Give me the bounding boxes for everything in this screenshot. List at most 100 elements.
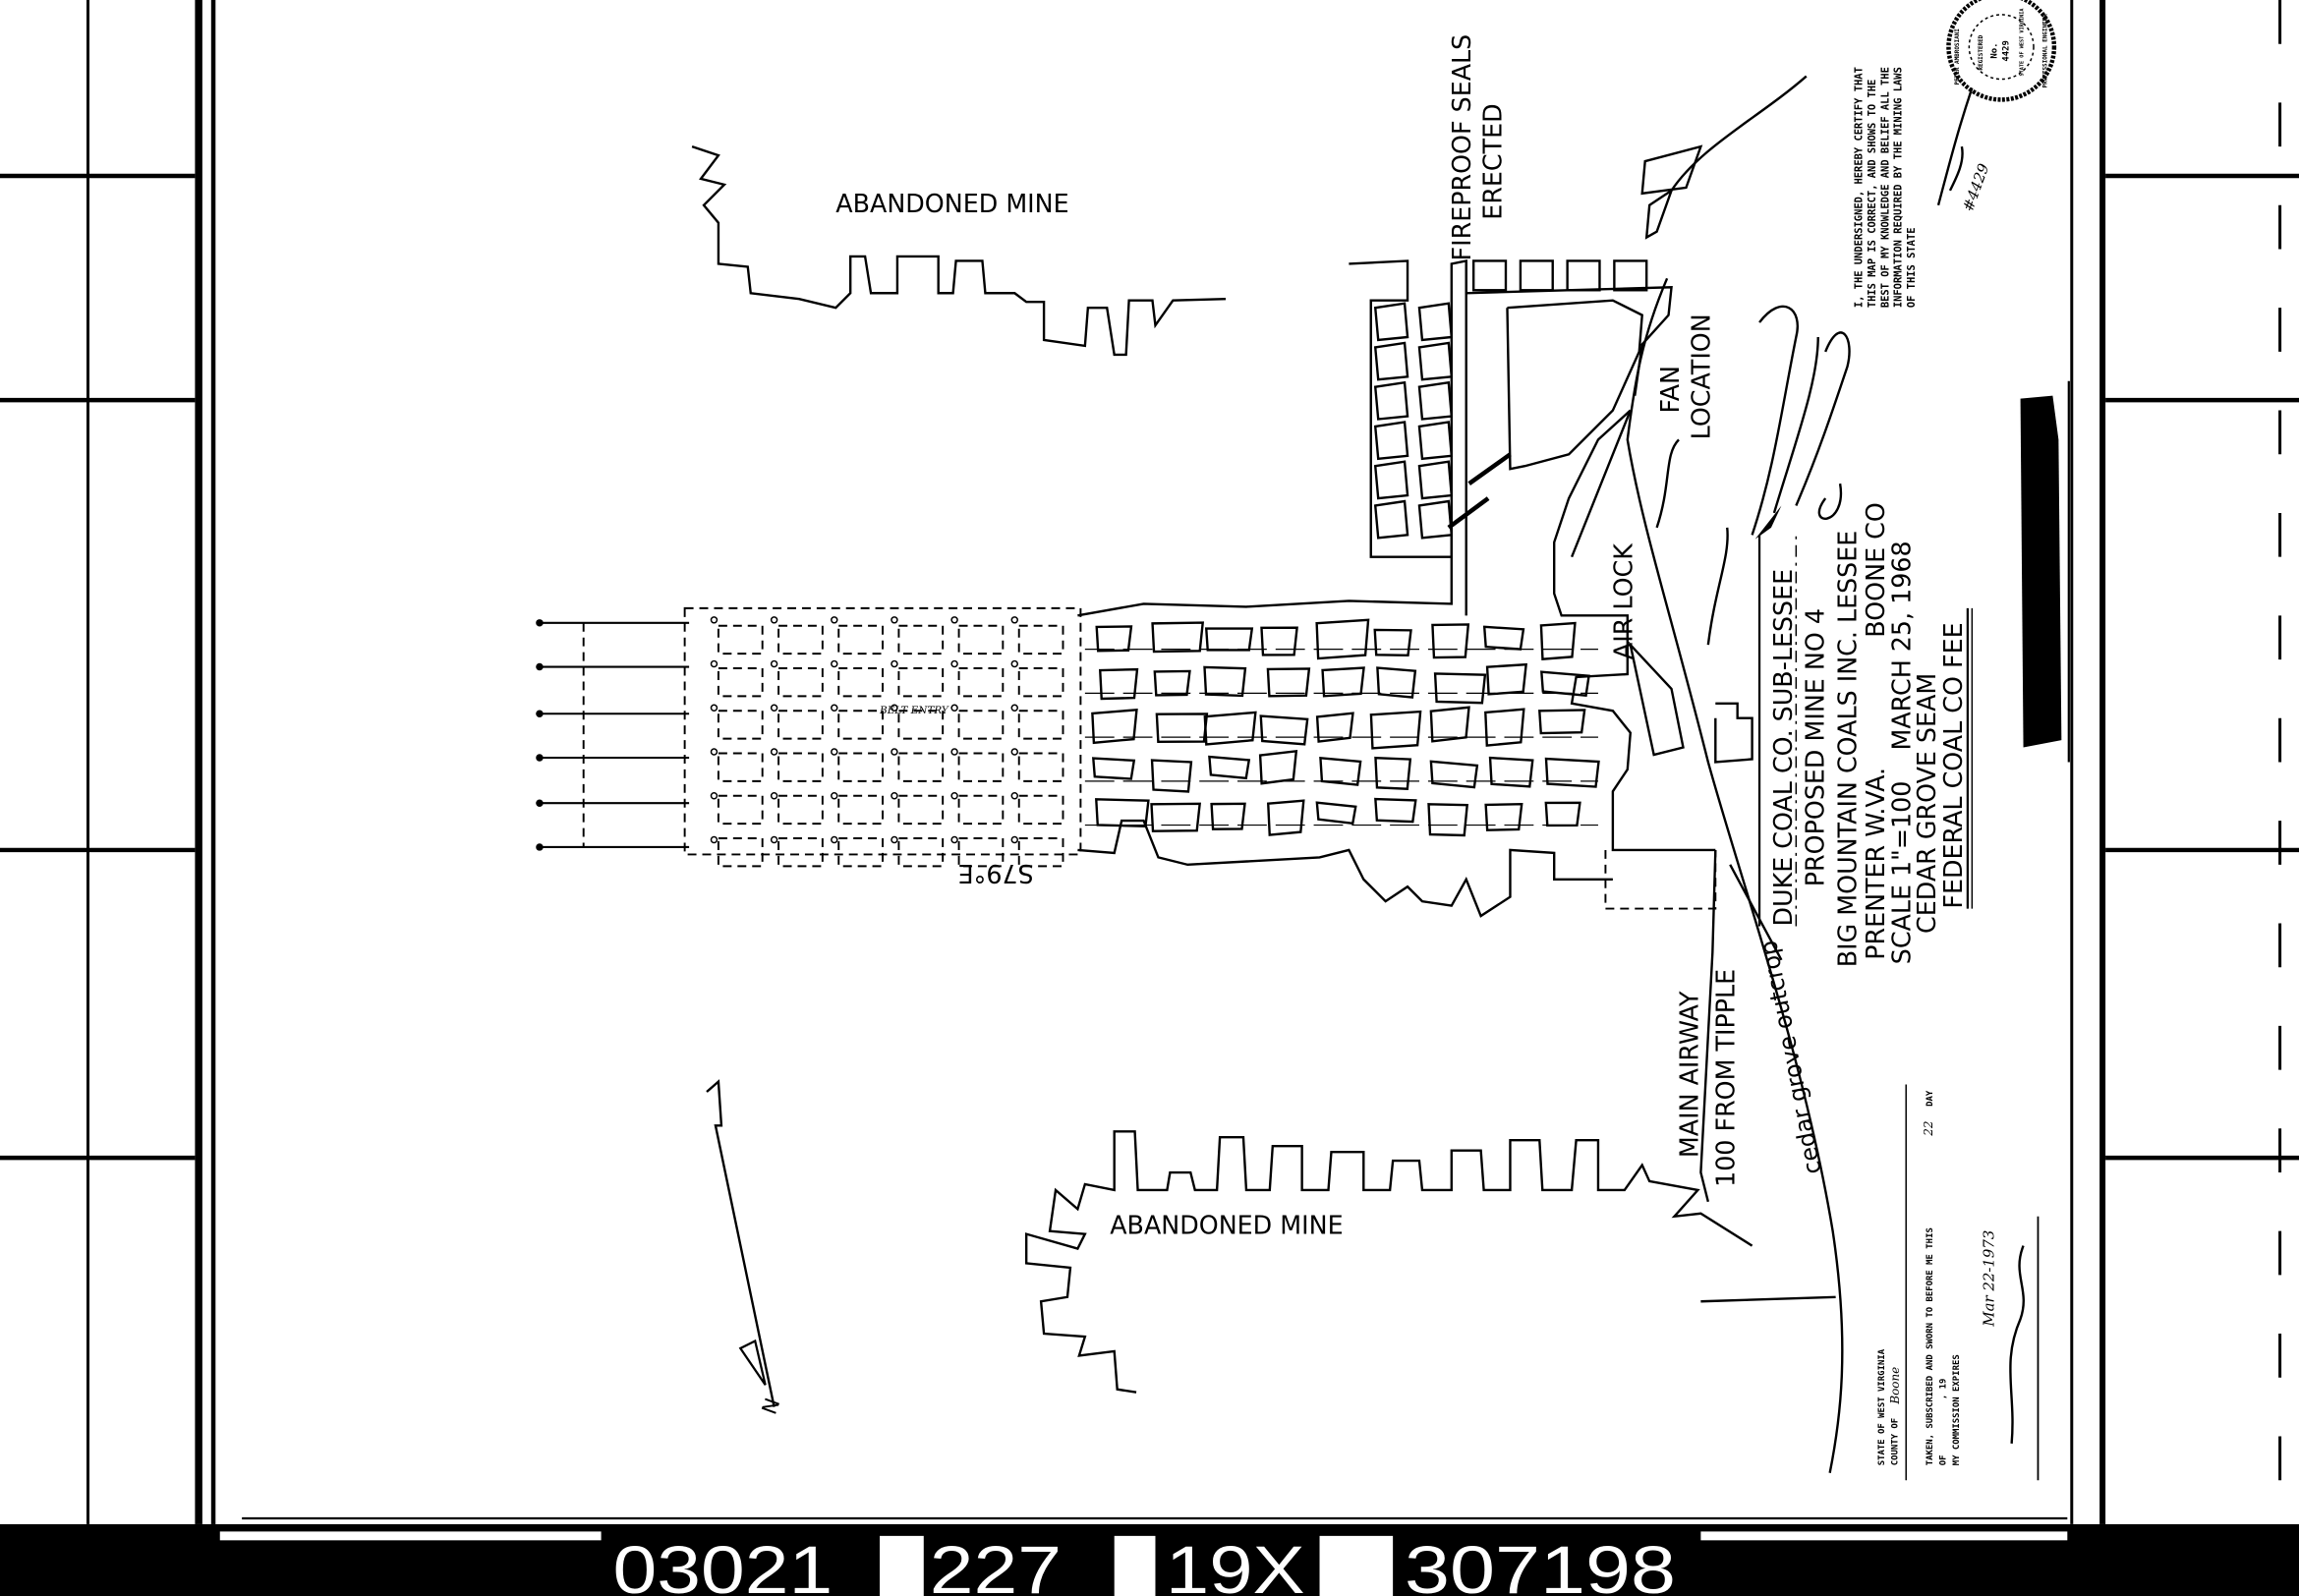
proposed-pillar xyxy=(777,794,824,826)
label-location: LOCATION xyxy=(1686,314,1715,439)
coal-pillar xyxy=(1373,341,1409,381)
survey-station xyxy=(1010,835,1018,844)
survey-station xyxy=(950,792,958,800)
coal-pillar xyxy=(1155,712,1209,744)
main-mine-workings xyxy=(1077,144,1753,918)
title-line-5b: MARCH 25, 1968 xyxy=(1887,541,1917,750)
title-line-4a: PRENTER W.VA. xyxy=(1861,768,1890,960)
entry-end-marker xyxy=(536,662,544,671)
survey-station xyxy=(1010,792,1018,800)
coal-pillar xyxy=(1266,667,1311,698)
label-abandoned-mine-upper: ABANDONED MINE xyxy=(835,189,1068,218)
proposed-pillar xyxy=(717,752,764,782)
coal-pillar xyxy=(1258,749,1298,785)
proposed-pillar xyxy=(1017,837,1064,868)
coal-pillar xyxy=(1417,302,1454,342)
coal-pillar xyxy=(1484,708,1525,747)
notary-expires: Mar 22-1973 xyxy=(1981,1230,1998,1328)
coal-pillar xyxy=(1544,757,1600,788)
main-airway-line xyxy=(1699,849,1717,1203)
survey-station xyxy=(710,704,718,712)
coal-pillar xyxy=(1429,706,1470,743)
seal-inner-top: REGISTERED xyxy=(1978,34,1984,70)
coal-pillar xyxy=(1433,672,1487,705)
proposed-pillar xyxy=(777,837,824,868)
proposed-pillar xyxy=(957,710,1005,740)
coal-pillar xyxy=(1471,259,1508,292)
proposed-pillar xyxy=(1017,794,1064,826)
coal-pillar xyxy=(1150,759,1193,793)
coal-pillar xyxy=(1319,756,1362,786)
survey-station xyxy=(891,616,898,624)
label-fan: FAN xyxy=(1655,366,1685,414)
survey-station xyxy=(891,792,898,800)
proposed-pillar xyxy=(1017,710,1064,740)
survey-station xyxy=(831,659,838,668)
coal-pillar xyxy=(1315,618,1370,660)
coal-pillar xyxy=(1203,665,1247,698)
notary-line-2: COUNTY OF xyxy=(1890,1418,1900,1465)
coal-pillar xyxy=(1091,708,1138,745)
proposed-pillar xyxy=(717,837,764,868)
film-number-4: 307198 xyxy=(1405,1532,1676,1596)
coal-pillar xyxy=(1151,621,1205,654)
coal-pillar xyxy=(1098,667,1139,701)
sheet-frame xyxy=(0,0,2299,1524)
survey-station xyxy=(1010,704,1018,712)
survey-station xyxy=(1010,616,1018,624)
coal-pillar xyxy=(1482,625,1525,651)
coal-pillar xyxy=(1485,662,1527,696)
coal-pillar xyxy=(1539,621,1577,660)
survey-station xyxy=(891,748,898,756)
notary-line-3: TAKEN, SUBSCRIBED AND SWORN TO BEFORE ME… xyxy=(1925,1227,1935,1465)
coal-pillar xyxy=(1321,666,1365,698)
coal-pillar xyxy=(1210,802,1246,830)
proposed-pillar xyxy=(1017,624,1064,656)
coal-pillar xyxy=(1260,626,1298,656)
title-line-6: CEDAR GROVE SEAM xyxy=(1912,673,1941,934)
seal-number-label: No. xyxy=(1990,42,2000,58)
coal-pillar xyxy=(1092,757,1136,780)
seal-number: 4429 xyxy=(2002,40,2012,62)
coal-pillar xyxy=(1315,712,1354,743)
title-line-5a: SCALE 1"=100 xyxy=(1887,781,1917,965)
coal-pillar xyxy=(1373,460,1409,500)
proposed-pillar xyxy=(837,624,884,656)
notary-county: Boone xyxy=(1888,1367,1902,1405)
survey-station xyxy=(891,835,898,844)
film-number-3: 19X xyxy=(1166,1532,1305,1596)
proposed-pillar xyxy=(837,752,884,782)
proposed-pillar xyxy=(837,837,884,868)
seal-inner-bottom: STATE OF WEST VIRGINIA xyxy=(2020,8,2026,77)
proposed-pillar xyxy=(837,794,884,826)
label-belt-entry: BELT ENTRY xyxy=(879,705,949,716)
notary-day-label: DAY xyxy=(1925,1090,1935,1107)
proposed-pillar xyxy=(777,752,824,782)
coal-pillar xyxy=(1427,803,1469,837)
proposed-pillar xyxy=(957,837,1005,868)
survey-station xyxy=(770,704,778,712)
coal-pillar xyxy=(1544,801,1581,827)
seal-outer-top: PETER AMBROSIANI xyxy=(1954,28,1961,86)
coal-pillar xyxy=(1373,628,1412,657)
upper-abandoned-mine-outline xyxy=(691,144,1227,357)
coal-pillar xyxy=(1373,380,1409,421)
coal-pillar xyxy=(1538,709,1586,735)
survey-station xyxy=(1010,659,1018,668)
lower-abandoned-mine-outline xyxy=(1025,1130,1753,1394)
outcrop-line xyxy=(1626,75,1844,1473)
notary-year: , 19 xyxy=(1938,1379,1948,1400)
coal-pillar xyxy=(1519,259,1554,292)
north-arrow: N xyxy=(706,1079,784,1417)
coal-pillar xyxy=(1374,756,1412,790)
proposed-pillar xyxy=(897,794,945,826)
survey-station xyxy=(710,748,718,756)
survey-station xyxy=(950,659,958,668)
coal-pillar xyxy=(1373,421,1409,461)
survey-station xyxy=(891,659,898,668)
entry-end-marker xyxy=(536,799,544,807)
proposed-pillar xyxy=(717,794,764,826)
coal-pillar xyxy=(1566,259,1601,292)
coal-pillar xyxy=(1431,623,1470,659)
proposed-pillar xyxy=(897,752,945,782)
